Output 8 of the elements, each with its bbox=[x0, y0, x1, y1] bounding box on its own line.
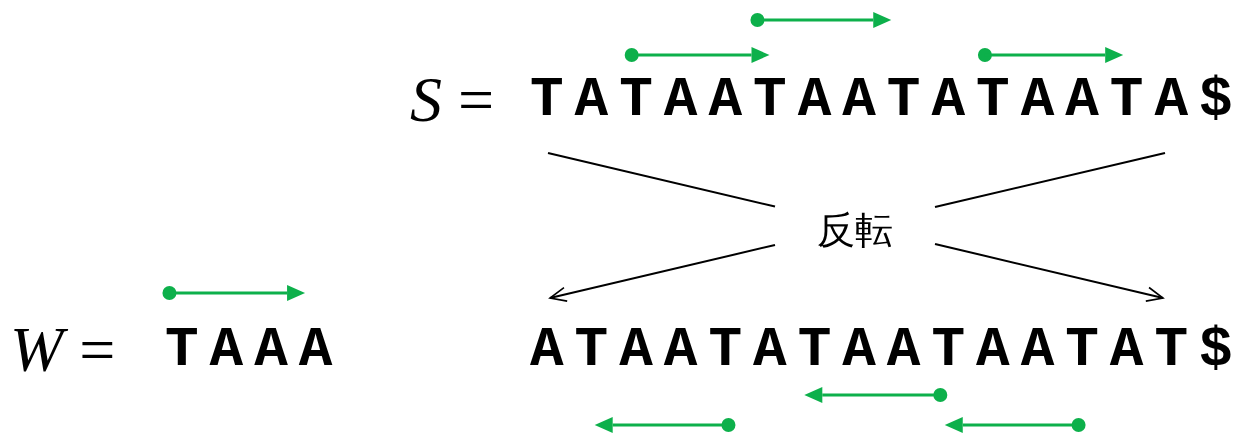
variable-label: W = bbox=[10, 313, 117, 387]
operation-label: 反転 bbox=[817, 207, 893, 254]
variable-label: S = bbox=[410, 63, 496, 137]
arrow bbox=[934, 243, 1164, 302]
sequence-string: TAAA bbox=[165, 317, 344, 384]
sequence-string: TATAATAATATAATA$ bbox=[530, 67, 1244, 134]
sequence-string: ATAATATAATAATAT$ bbox=[530, 317, 1244, 384]
arrow bbox=[549, 244, 776, 302]
